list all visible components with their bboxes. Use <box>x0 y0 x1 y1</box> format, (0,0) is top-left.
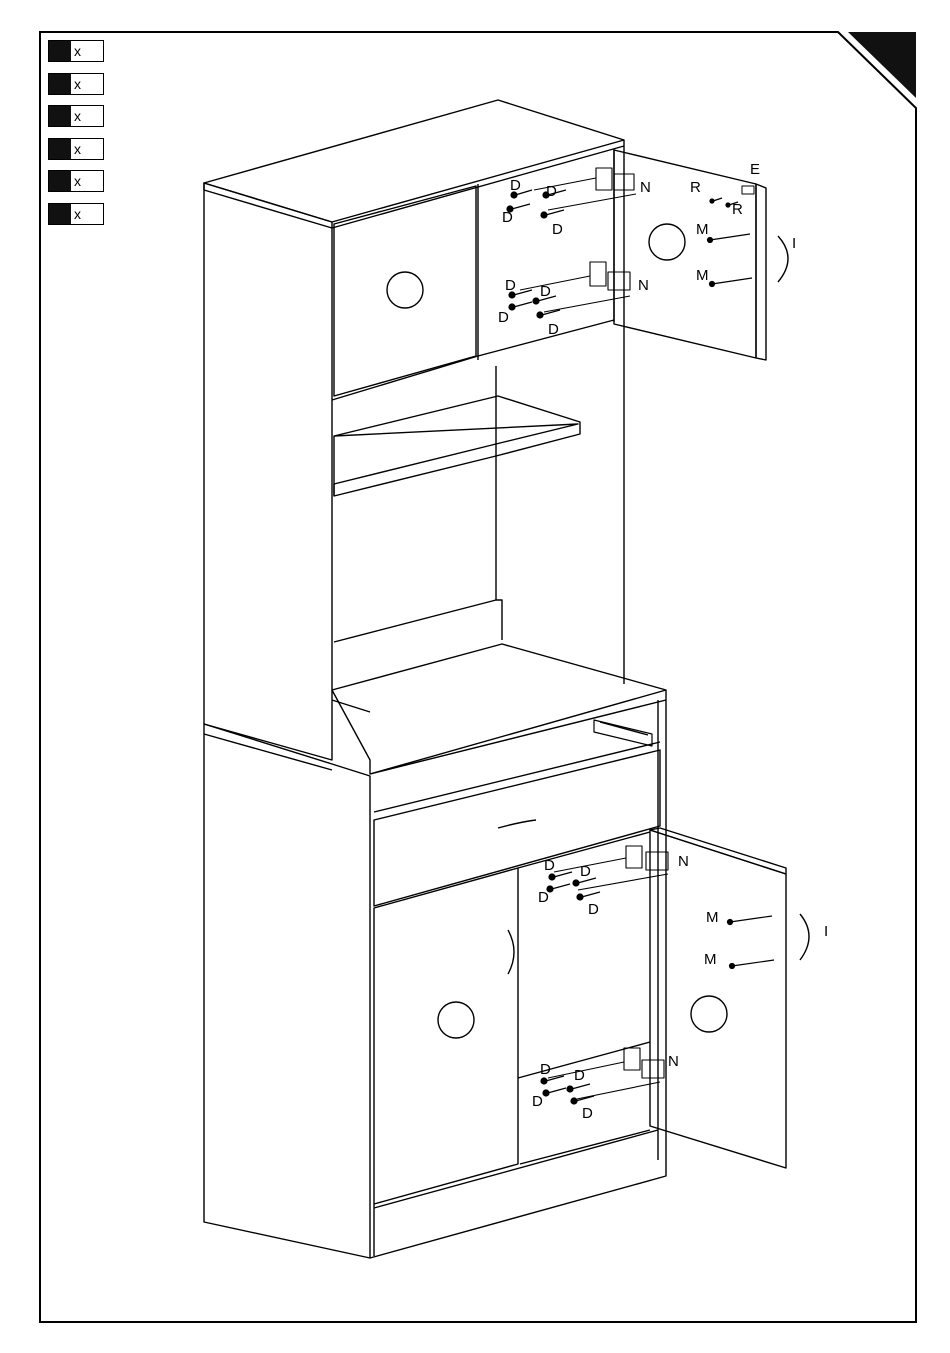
base-cabinet <box>204 700 666 1258</box>
part-swatch <box>49 139 71 159</box>
hutch-left-door <box>334 186 476 396</box>
part-swatch <box>49 106 71 126</box>
drawer-handle <box>498 820 536 828</box>
part-qty: x <box>71 106 81 126</box>
part-row: x <box>48 105 104 127</box>
label-r: R <box>690 179 701 196</box>
label-m: M <box>696 221 709 238</box>
hutch-door-hinge-plate <box>742 186 754 194</box>
part-qty: x <box>71 74 81 94</box>
label-d: D <box>580 863 591 880</box>
part-qty: x <box>71 139 81 159</box>
label-d: D <box>544 857 555 874</box>
part-swatch <box>49 204 71 224</box>
diagram-labels: D D D D N R R E M M I D D D D N D D D D … <box>498 161 828 1122</box>
part-swatch <box>49 74 71 94</box>
part-row: x <box>48 73 104 95</box>
label-n: N <box>678 853 689 870</box>
label-d: D <box>588 901 599 918</box>
base-right-door <box>650 828 809 1168</box>
label-d: D <box>548 321 559 338</box>
hutch-left-side <box>204 183 332 760</box>
part-qty: x <box>71 171 81 191</box>
label-r: R <box>732 201 743 218</box>
label-d: D <box>505 277 516 294</box>
parts-list: x x x x x x <box>48 40 104 235</box>
label-d: D <box>546 183 557 200</box>
label-n: N <box>638 277 649 294</box>
part-swatch <box>49 41 71 61</box>
hinge-lower-2 <box>548 1048 664 1100</box>
base-left-side <box>204 724 370 1258</box>
part-qty: x <box>71 41 81 61</box>
label-d: D <box>538 889 549 906</box>
label-d: D <box>582 1105 593 1122</box>
label-d: D <box>552 221 563 238</box>
hinge-lower-1 <box>554 846 668 890</box>
part-row: x <box>48 138 104 160</box>
drawer-runner <box>594 720 652 746</box>
label-m: M <box>704 951 717 968</box>
label-i: I <box>792 235 796 252</box>
base-right-door-handle <box>800 914 809 960</box>
label-i: I <box>824 923 828 940</box>
label-m: M <box>706 909 719 926</box>
base-left-door <box>374 868 518 1204</box>
hutch-shelf <box>334 396 580 496</box>
base-right-door-hole <box>691 996 727 1032</box>
part-row: x <box>48 170 104 192</box>
hutch-left-door-hole <box>387 272 423 308</box>
hutch-right-door-hole <box>649 224 685 260</box>
label-d: D <box>540 283 551 300</box>
hinges <box>520 168 668 1100</box>
label-n: N <box>640 179 651 196</box>
label-d: D <box>532 1093 543 1110</box>
base-left-door-handle <box>508 930 514 974</box>
base-left-door-hole <box>438 1002 474 1038</box>
hutch-right-door-handle <box>778 236 788 282</box>
step-corner-marker <box>848 32 916 98</box>
part-row: x <box>48 40 104 62</box>
hutch-counter <box>332 644 666 774</box>
label-e: E <box>750 161 760 178</box>
part-qty: x <box>71 204 81 224</box>
part-swatch <box>49 171 71 191</box>
label-d: D <box>498 309 509 326</box>
part-row: x <box>48 203 104 225</box>
hutch-top <box>204 100 624 222</box>
screws-m <box>708 234 775 969</box>
label-d: D <box>540 1061 551 1078</box>
label-d: D <box>574 1067 585 1084</box>
label-m: M <box>696 267 709 284</box>
label-n: N <box>668 1053 679 1070</box>
label-d: D <box>502 209 513 226</box>
label-d: D <box>510 177 521 194</box>
